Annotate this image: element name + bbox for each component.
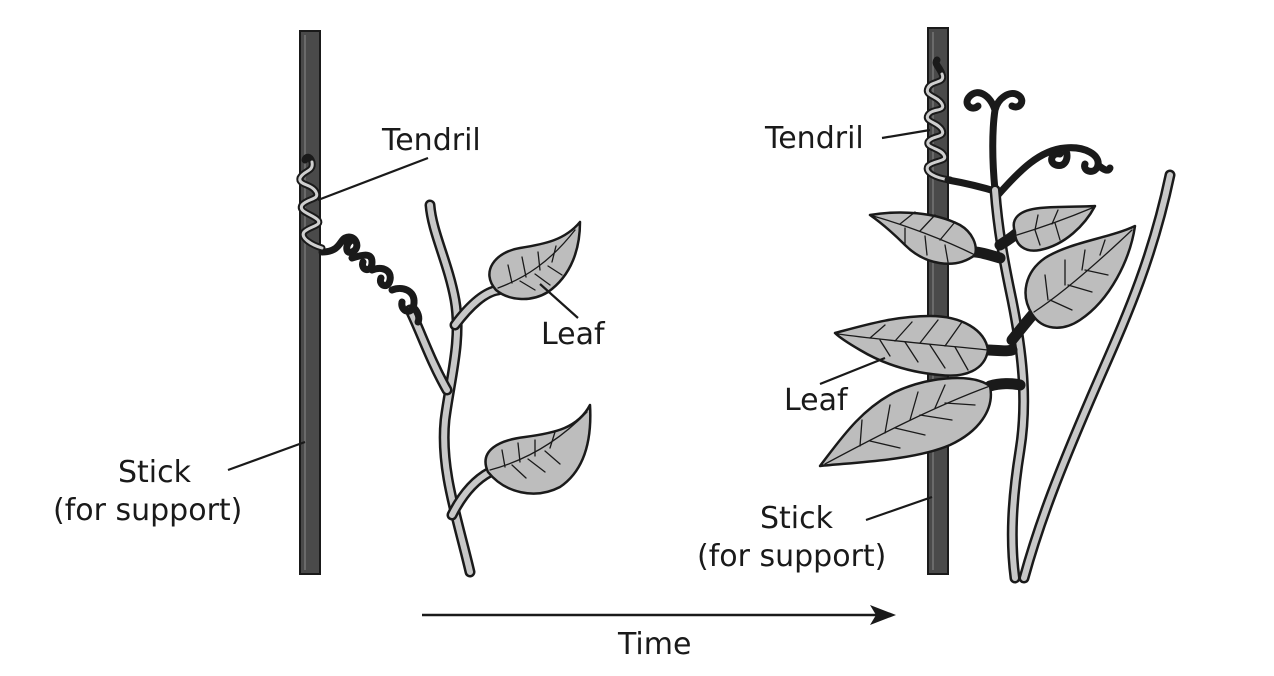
pointer-leaf-left bbox=[539, 283, 579, 319]
time-arrow: Time bbox=[422, 605, 896, 662]
tendril-right bbox=[923, 56, 1114, 199]
label-stick-left-line1: Stick bbox=[118, 455, 192, 490]
leaf-right-3 bbox=[1024, 224, 1137, 329]
support-stick-left bbox=[299, 30, 321, 575]
stem-right bbox=[969, 169, 1176, 584]
leaf-left-lower bbox=[484, 403, 592, 495]
label-time: Time bbox=[617, 627, 691, 662]
pointer-stick-left bbox=[227, 440, 306, 472]
leaf-right-5 bbox=[818, 376, 993, 468]
label-tendril-right: Tendril bbox=[764, 121, 864, 156]
stem-left bbox=[404, 199, 504, 578]
label-tendril-left: Tendril bbox=[381, 123, 481, 158]
pointer-leaf-right bbox=[819, 356, 886, 386]
label-stick-right-line1: Stick bbox=[760, 501, 834, 536]
leaf-right-2 bbox=[1012, 204, 1097, 252]
label-stick-right-line2: (for support) bbox=[697, 539, 886, 574]
leaf-right-4 bbox=[833, 314, 990, 377]
tendril-left bbox=[296, 153, 423, 326]
leaf-left-upper bbox=[488, 220, 582, 301]
early-plant-panel: Tendril Leaf Stick (for support) bbox=[53, 30, 606, 578]
pointer-tendril-left bbox=[317, 156, 429, 202]
grown-plant-panel: Tendril Leaf Stick (for support) bbox=[697, 27, 1176, 584]
pointer-stick-right bbox=[865, 495, 933, 522]
label-stick-left-line2: (for support) bbox=[53, 493, 242, 528]
label-leaf-left: Leaf bbox=[541, 317, 606, 352]
pointer-tendril-right bbox=[881, 128, 931, 140]
leaf-right-1 bbox=[868, 211, 977, 265]
label-leaf-right: Leaf bbox=[784, 383, 849, 418]
